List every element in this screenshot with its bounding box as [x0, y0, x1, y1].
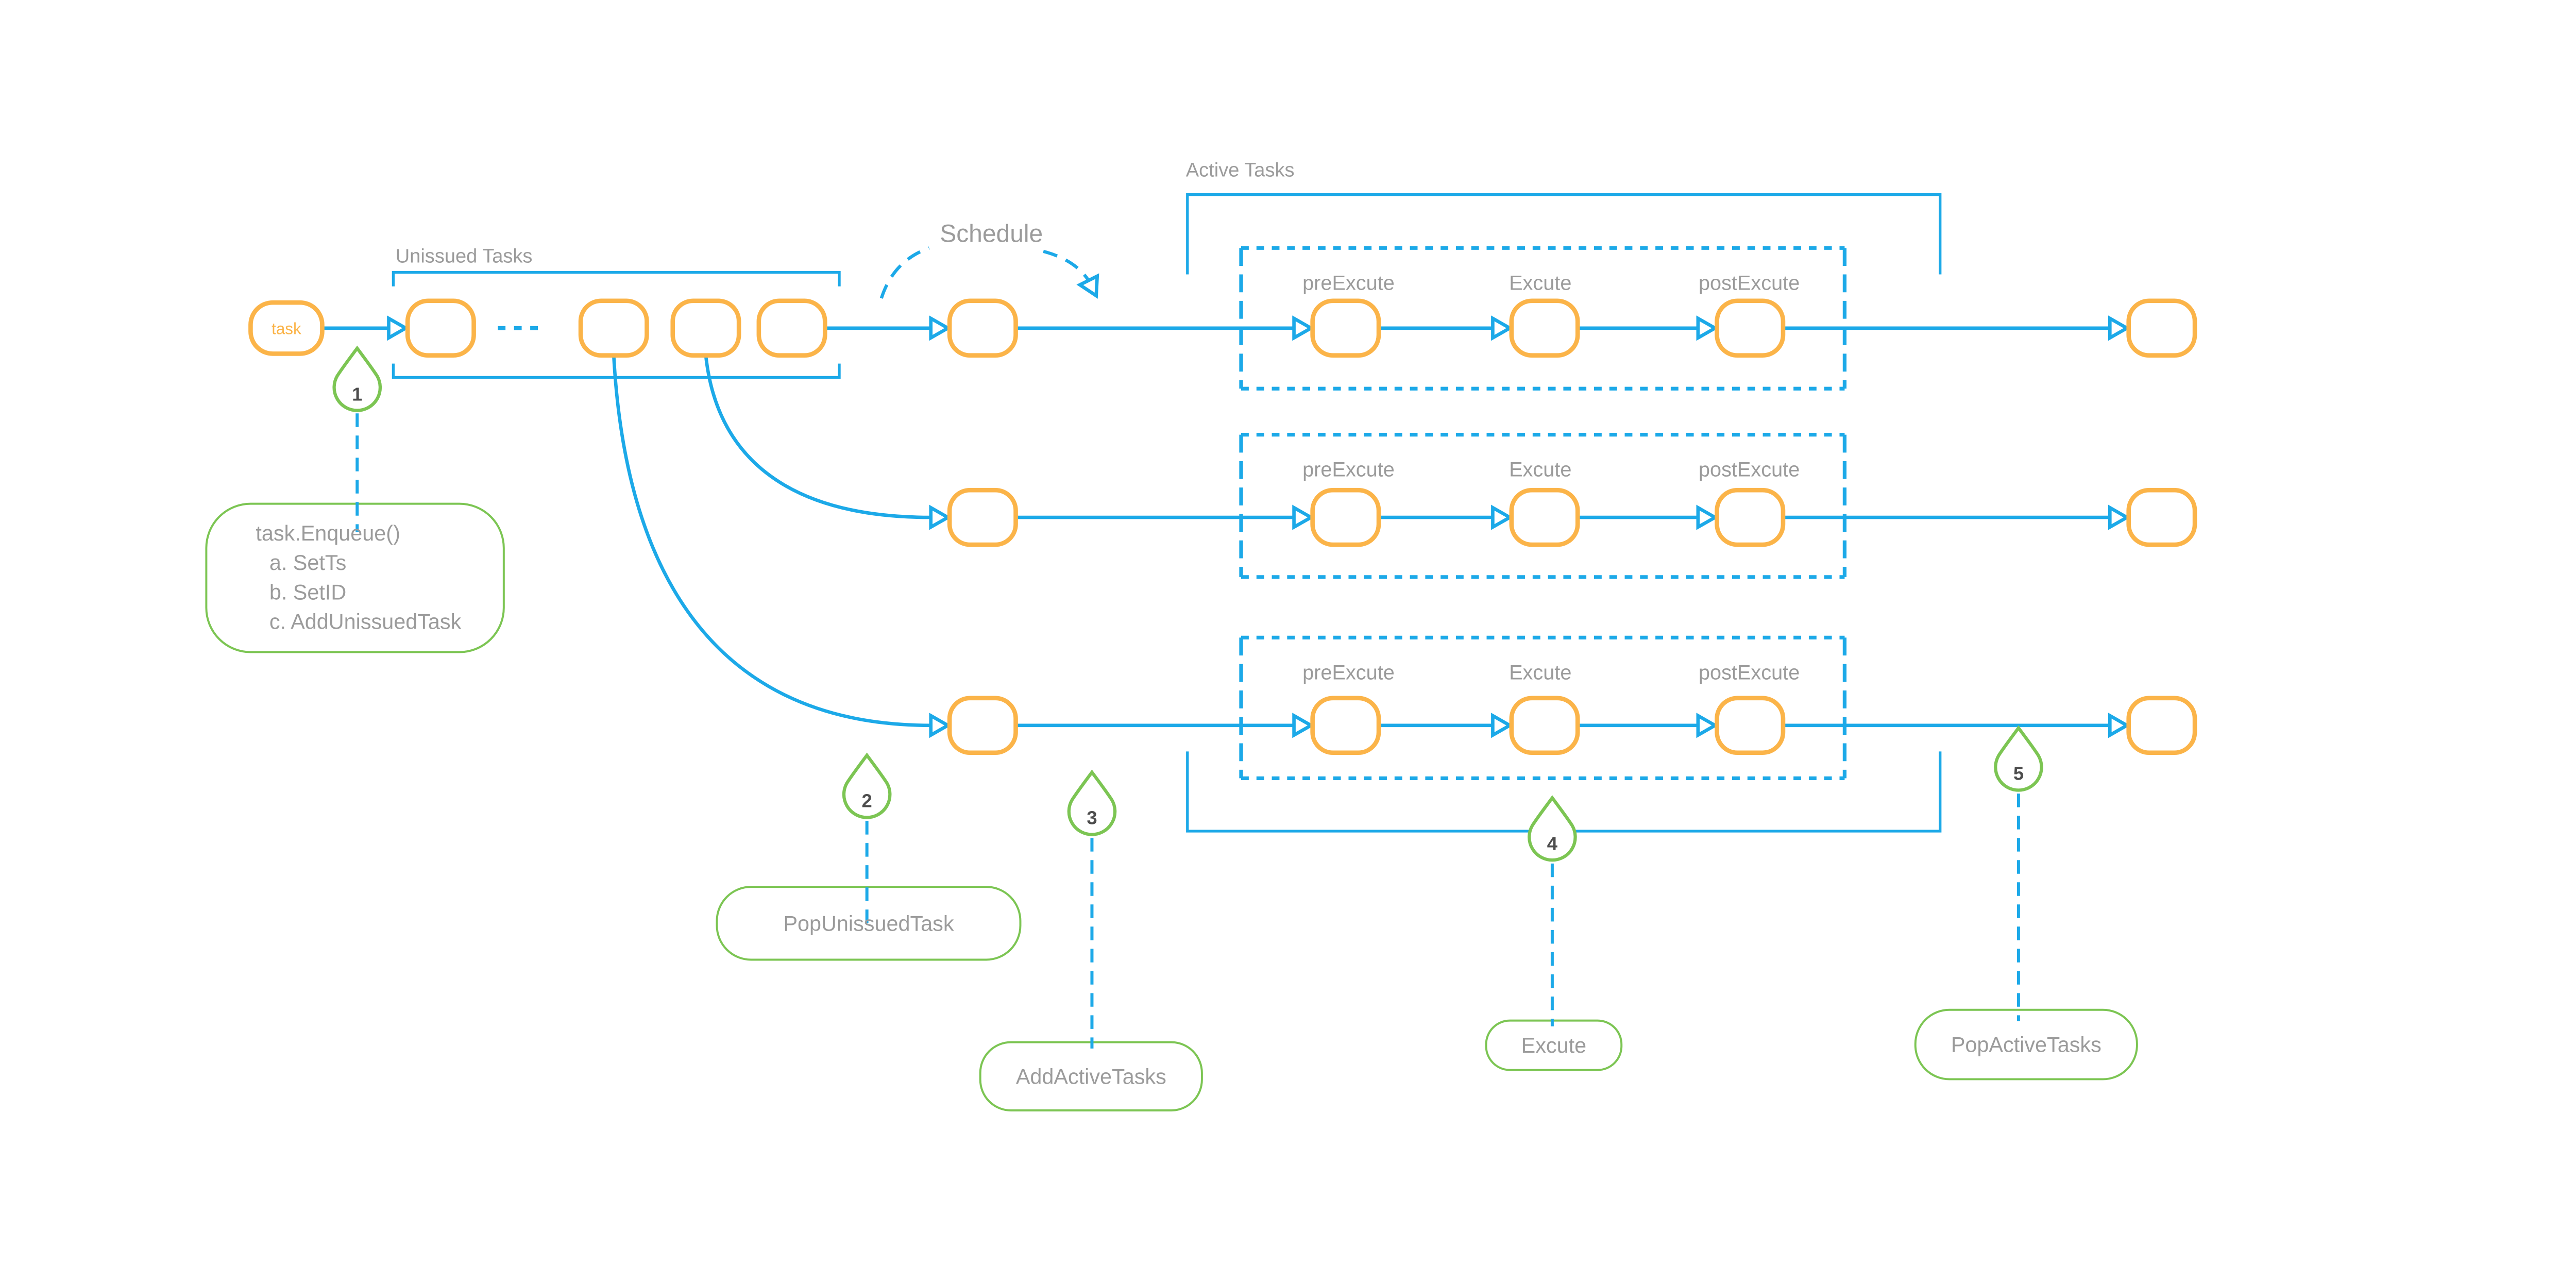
postexcute-node-row3	[1715, 696, 1786, 755]
active-tasks-label: Active Tasks	[1186, 159, 1295, 181]
arrowhead-icon	[1491, 315, 1514, 341]
row3-arrows	[612, 355, 2131, 738]
addactivetasks-label: AddActiveTasks	[1016, 1065, 1166, 1089]
enqueue-line-2: a. SetTs	[269, 551, 346, 575]
arrowhead-icon	[1292, 504, 1315, 530]
arrowhead-icon	[1696, 315, 1719, 341]
enqueue-line-3: b. SetID	[269, 580, 346, 604]
marker-5-number: 5	[2013, 763, 2024, 784]
popunissuedtask-label: PopUnissuedTask	[783, 912, 954, 936]
excute-label-box	[1485, 1019, 1623, 1071]
popactivetasks-label-box	[1914, 1008, 2138, 1081]
row1-arrows	[322, 315, 2131, 341]
schedule-arc-left	[879, 246, 930, 299]
arrowhead-icon	[1491, 504, 1514, 530]
arrowhead-icon	[1292, 315, 1315, 341]
row2-excute-label: Excute	[1509, 459, 1571, 481]
excute-node-row3	[1509, 696, 1580, 755]
row3-postexcute-label: postExcute	[1699, 661, 1800, 684]
marker-4-pin-icon	[1528, 795, 1577, 862]
curve-queue-to-sched2	[704, 355, 931, 519]
marker-4-number: 4	[1547, 833, 1558, 854]
task-node	[248, 300, 325, 356]
row1-preexcute-label: preExcute	[1302, 272, 1395, 294]
excute-label: Excute	[1521, 1034, 1586, 1057]
curve-queue-to-sched3	[612, 355, 931, 728]
scheduled-node-row1	[947, 298, 1018, 358]
row3-excute-label: Excute	[1509, 661, 1571, 684]
row2-arrows	[704, 355, 2131, 530]
execute-box-row-3	[1239, 635, 1847, 781]
arrowhead-icon	[929, 504, 952, 530]
marker-1-pin-icon	[332, 345, 382, 412]
arrowhead-icon	[929, 713, 952, 738]
unissued-tasks-label: Unissued Tasks	[396, 245, 533, 267]
marker-3-number: 3	[1087, 807, 1097, 829]
queue-node-2	[578, 298, 649, 358]
arrowhead-icon	[1696, 713, 1719, 738]
preexcute-node-row1	[1310, 298, 1381, 358]
marker-2-pin-icon	[842, 752, 892, 819]
scheduled-node-row3	[947, 696, 1018, 755]
postexcute-node-row2	[1715, 487, 1786, 547]
popunissuedtask-label-box	[716, 886, 1022, 961]
preexcute-node-row3	[1310, 696, 1381, 755]
marker-3-pin-icon	[1067, 769, 1117, 836]
row2-postexcute-label: postExcute	[1699, 459, 1800, 481]
arrowhead-icon	[929, 315, 952, 341]
execute-box-row-2	[1239, 432, 1847, 579]
enqueue-label-box	[205, 502, 505, 653]
arrowhead-icon	[1491, 713, 1514, 738]
preexcute-node-row2	[1310, 487, 1381, 547]
enqueue-line-1: task.Enqueue()	[256, 521, 400, 545]
marker-2-number: 2	[862, 790, 872, 812]
arrowhead-icon	[1292, 713, 1315, 738]
queue-node-4	[756, 298, 827, 358]
task-node-label: task	[272, 319, 301, 338]
postexcute-node-row1	[1715, 298, 1786, 358]
popactivetasks-label: PopActiveTasks	[1951, 1033, 2102, 1056]
done-node-row1	[2126, 298, 2197, 358]
row1-postexcute-label: postExcute	[1699, 272, 1800, 294]
done-node-row2	[2126, 487, 2197, 547]
row2-preexcute-label: preExcute	[1302, 459, 1395, 481]
schedule-arc	[879, 246, 1099, 299]
arrowhead-icon	[2108, 315, 2131, 341]
arrowhead-icon	[2108, 504, 2131, 530]
schedule-arrowhead-icon	[1076, 273, 1099, 299]
active-bracket-top	[1186, 193, 1942, 275]
enqueue-line-4: c. AddUnissuedTask	[269, 610, 462, 634]
execute-box-row-1	[1239, 246, 1847, 391]
arrowhead-icon	[387, 315, 410, 341]
arrowhead-icon	[2108, 713, 2131, 738]
excute-node-row1	[1509, 298, 1580, 358]
marker-5-pin-icon	[1994, 725, 2043, 792]
unissued-bracket-top	[392, 271, 841, 286]
scheduled-node-row2	[947, 487, 1018, 547]
row3-preexcute-label: preExcute	[1302, 661, 1395, 684]
enqueue-label-text: task.Enqueue() a. SetTs b. SetID c. AddU…	[256, 521, 461, 634]
row1-excute-label: Excute	[1509, 272, 1571, 294]
excute-node-row2	[1509, 487, 1580, 547]
arrowhead-icon	[1696, 504, 1719, 530]
queue-node-1	[405, 298, 476, 358]
queue-node-3	[670, 298, 741, 358]
marker-1-number: 1	[352, 383, 362, 404]
done-node-row3	[2126, 696, 2197, 755]
schedule-label: Schedule	[940, 221, 1043, 248]
